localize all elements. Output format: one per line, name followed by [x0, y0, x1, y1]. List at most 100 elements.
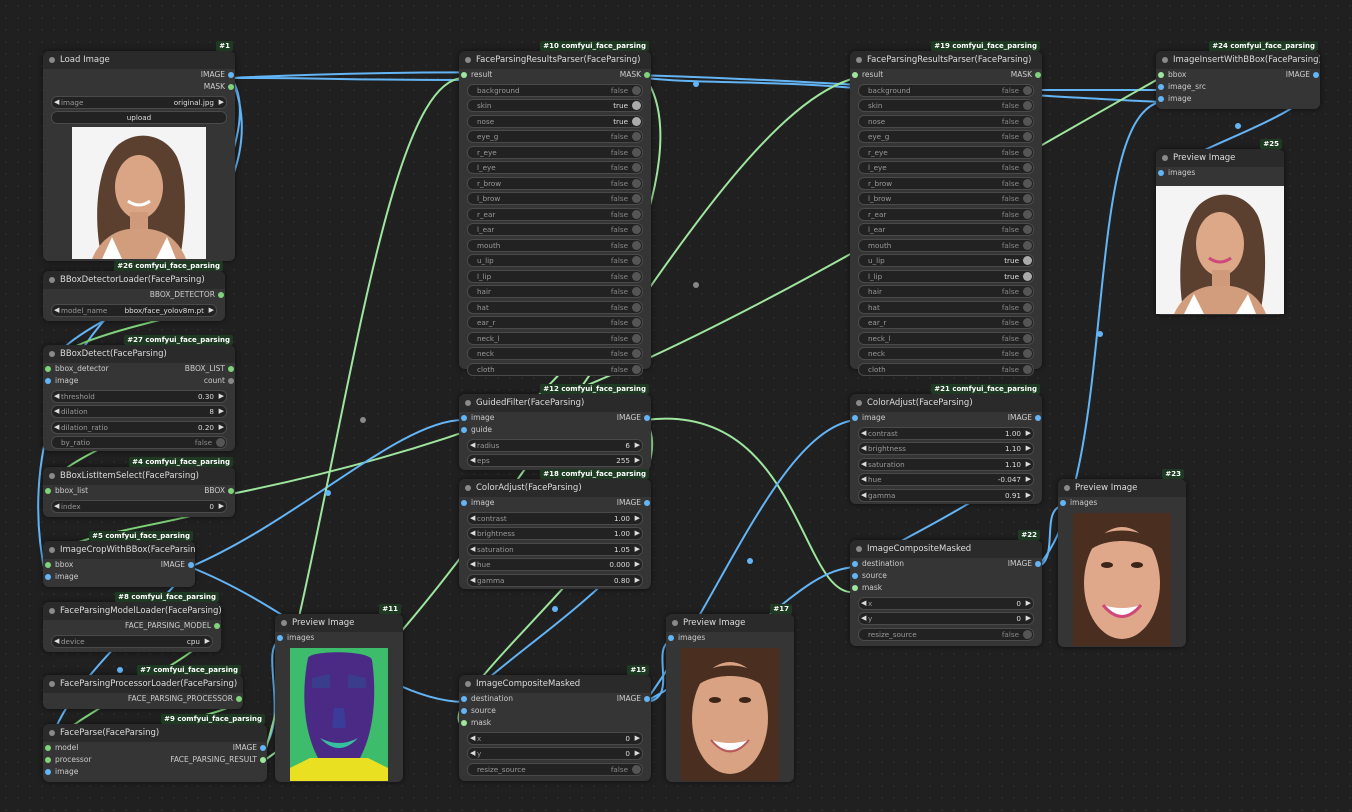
input-pin[interactable] [461, 72, 467, 78]
input-pin[interactable] [852, 573, 858, 579]
output-pin[interactable] [228, 378, 234, 384]
output-pin[interactable] [644, 500, 650, 506]
node-bbox-list-item-select[interactable]: #4 comfyui_face_parsing BBoxListItemSele… [43, 457, 235, 517]
collapse-dot-icon[interactable] [49, 608, 55, 614]
node-title[interactable]: BBoxDetectorLoader(FaceParsing) [43, 271, 225, 289]
output-pin[interactable] [644, 696, 650, 702]
toggle-knob-icon[interactable] [632, 147, 641, 157]
output-pin[interactable] [1035, 561, 1041, 567]
node-face-parsing-results-parser-10[interactable]: #10 comfyui_face_parsing FaceParsingResu… [459, 41, 651, 376]
toggle-knob-icon[interactable] [632, 318, 641, 327]
node-title[interactable]: FaceParsingResultsParser(FaceParsing) [459, 51, 651, 69]
node-title[interactable]: ColorAdjust(FaceParsing) [459, 479, 651, 497]
node-title[interactable]: FaceParsingModelLoader(FaceParsing) [43, 602, 221, 620]
node-title[interactable]: Preview Image [1156, 149, 1284, 167]
output-pin[interactable] [228, 366, 234, 372]
node-color-adjust-21[interactable]: #21 comfyui_face_parsing ColorAdjust(Fac… [850, 384, 1042, 504]
toggle-knob-icon[interactable] [632, 364, 641, 374]
toggle-knob-icon[interactable] [632, 287, 641, 296]
upload-button[interactable]: upload [51, 111, 227, 124]
toggle-knob-icon[interactable] [632, 101, 641, 110]
input-pin[interactable] [277, 635, 283, 641]
toggle-knob-icon[interactable] [1023, 287, 1032, 296]
hue-slider[interactable]: ◀hue-0.047▶ [858, 473, 1034, 486]
output-pin[interactable] [260, 745, 266, 751]
toggle-knob-icon[interactable] [1023, 256, 1032, 265]
node-face-parsing-processor-loader[interactable]: #7 comfyui_face_parsing FaceParsingProce… [43, 665, 243, 709]
toggle-knob-icon[interactable] [1023, 132, 1032, 141]
collapse-dot-icon[interactable] [465, 57, 471, 63]
node-title[interactable]: FaceParsingProcessorLoader(FaceParsing) [43, 675, 243, 693]
input-pin[interactable] [45, 757, 51, 763]
output-pin[interactable] [260, 757, 266, 763]
toggle-knob-icon[interactable] [632, 194, 641, 203]
input-pin[interactable] [852, 561, 858, 567]
node-title[interactable]: Preview Image [1058, 479, 1186, 497]
node-title[interactable]: ImageCompositeMasked [459, 675, 651, 693]
output-image-pin[interactable] [228, 72, 234, 78]
node-image-crop-with-bbox[interactable]: #5 comfyui_face_parsing ImageCropWithBBo… [43, 531, 195, 587]
node-preview-image-25[interactable]: #25 Preview Image images [1156, 139, 1284, 315]
collapse-dot-icon[interactable] [856, 57, 862, 63]
input-pin[interactable] [668, 635, 674, 641]
input-pin[interactable] [1158, 84, 1164, 90]
collapse-dot-icon[interactable] [49, 547, 55, 553]
input-pin[interactable] [852, 415, 858, 421]
output-pin[interactable] [1035, 415, 1041, 421]
output-pin[interactable] [218, 292, 224, 298]
output-pin[interactable] [236, 696, 242, 702]
node-guided-filter[interactable]: #12 comfyui_face_parsing GuidedFilter(Fa… [459, 384, 651, 470]
collapse-dot-icon[interactable] [465, 485, 471, 491]
collapse-dot-icon[interactable] [49, 277, 55, 283]
toggle-knob-icon[interactable] [632, 209, 641, 219]
toggle-knob-icon[interactable] [1023, 240, 1032, 250]
input-pin[interactable] [45, 574, 51, 580]
toggle-knob-icon[interactable] [632, 225, 641, 234]
node-bbox-detector-loader[interactable]: #26 comfyui_face_parsing BBoxDetectorLoa… [43, 261, 225, 321]
toggle-knob-icon[interactable] [632, 178, 641, 188]
toggle-knob-icon[interactable] [1023, 271, 1032, 281]
toggle-knob-icon[interactable] [632, 333, 641, 343]
collapse-dot-icon[interactable] [49, 681, 55, 687]
toggle-knob-icon[interactable] [632, 349, 641, 358]
node-title[interactable]: FaceParsingResultsParser(FaceParsing) [850, 51, 1042, 69]
node-preview-image-23[interactable]: #23 Preview Image images [1058, 469, 1186, 647]
input-pin[interactable] [461, 500, 467, 506]
toggle-knob-icon[interactable] [632, 132, 641, 141]
node-title[interactable]: ImageCompositeMasked [850, 540, 1042, 558]
output-pin[interactable] [188, 562, 194, 568]
